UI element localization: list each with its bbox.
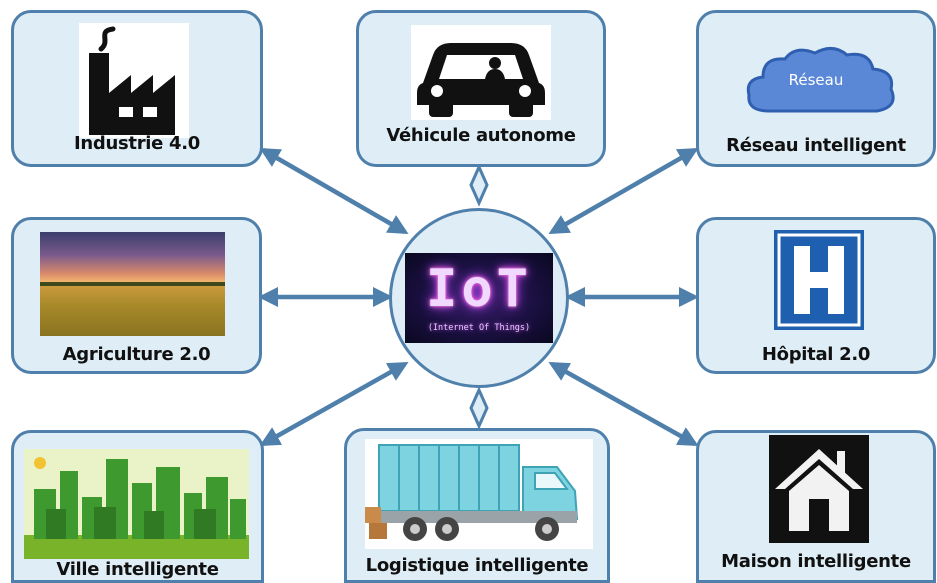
node-label: Ville intelligente — [56, 559, 219, 580]
house-icon — [769, 435, 869, 543]
field-image — [40, 232, 225, 336]
cloud-label: Réseau — [788, 71, 844, 89]
truck-icon — [365, 439, 593, 549]
arrow-ville — [259, 362, 409, 446]
factory-icon — [79, 23, 189, 138]
node-ville: Ville intelligente — [11, 430, 264, 583]
node-label: Maison intelligente — [721, 551, 911, 572]
iot-image: IoT (Internet Of Things) — [405, 253, 553, 343]
node-logistique: Logistique intelligente — [344, 428, 610, 583]
node-hopital: Hôpital 2.0 — [696, 217, 936, 374]
iot-title: IoT — [426, 259, 532, 319]
city-icon — [24, 449, 249, 559]
iot-subtitle: (Internet Of Things) — [427, 323, 531, 333]
node-label: Logistique intelligente — [365, 555, 589, 576]
arrow-reseau — [548, 147, 699, 235]
arrow-vehicule — [469, 163, 489, 207]
arrow-industrie — [259, 147, 409, 235]
node-label: Réseau intelligent — [726, 135, 906, 156]
arrow-logistique — [469, 386, 489, 430]
car-icon — [411, 25, 551, 120]
hospital-sign-icon — [774, 230, 864, 330]
node-label: Véhicule autonome — [386, 125, 576, 146]
iot-hub: IoT (Internet Of Things) — [389, 208, 569, 388]
arrow-maison — [548, 362, 699, 446]
node-vehicule: Véhicule autonome — [356, 10, 606, 167]
cloud-icon — [746, 47, 895, 113]
node-agriculture: Agriculture 2.0 — [11, 217, 262, 374]
node-reseau: Réseau Réseau intelligent — [696, 10, 936, 167]
node-label: Hôpital 2.0 — [761, 344, 871, 365]
node-maison: Maison intelligente — [696, 430, 936, 583]
node-industrie: Industrie 4.0 — [11, 10, 263, 167]
node-label: Industrie 4.0 — [73, 133, 201, 154]
node-label: Agriculture 2.0 — [62, 344, 211, 365]
